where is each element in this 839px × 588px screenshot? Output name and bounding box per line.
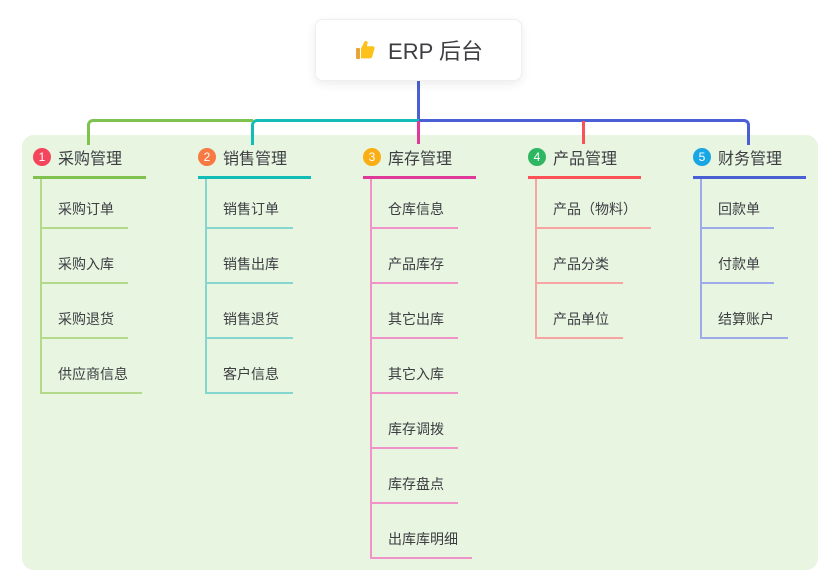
child-node[interactable]: 销售订单 bbox=[207, 179, 293, 229]
child-node[interactable]: 仓库信息 bbox=[372, 179, 458, 229]
branch-header[interactable]: 5 财务管理 bbox=[693, 146, 806, 179]
branch-label: 库存管理 bbox=[388, 150, 453, 168]
child-node[interactable]: 其它入库 bbox=[372, 339, 458, 394]
child-node[interactable]: 结算账户 bbox=[702, 284, 788, 339]
branch-label: 财务管理 bbox=[718, 150, 783, 168]
child-node[interactable]: 产品分类 bbox=[537, 229, 623, 284]
child-node[interactable]: 付款单 bbox=[702, 229, 774, 284]
branch-children-list: 回款单付款单结算账户 bbox=[700, 179, 788, 339]
child-node[interactable]: 采购退货 bbox=[42, 284, 128, 339]
branch3-connector-line bbox=[417, 121, 420, 144]
branches-background-panel bbox=[22, 135, 818, 570]
branch-header[interactable]: 3 库存管理 bbox=[363, 146, 476, 179]
branch-number-badge: 3 bbox=[363, 147, 381, 166]
branch-label: 采购管理 bbox=[58, 150, 123, 168]
child-node[interactable]: 采购订单 bbox=[42, 179, 128, 229]
branch-children-list: 销售订单销售出库销售退货客户信息 bbox=[205, 179, 293, 394]
branch-product: 4 产品管理 产品（物料）产品分类产品单位 bbox=[528, 146, 678, 339]
root-connector-line bbox=[417, 80, 420, 121]
branch2-connector-line bbox=[251, 119, 419, 145]
branch-children-list: 产品（物料）产品分类产品单位 bbox=[535, 179, 651, 339]
branch5-connector-line bbox=[419, 119, 750, 145]
branch-header[interactable]: 4 产品管理 bbox=[528, 146, 641, 179]
root-node[interactable]: ERP 后台 bbox=[315, 19, 522, 81]
child-node[interactable]: 采购入库 bbox=[42, 229, 128, 284]
child-node[interactable]: 客户信息 bbox=[207, 339, 293, 394]
branch-label: 产品管理 bbox=[553, 150, 618, 168]
branch-children-list: 仓库信息产品库存其它出库其它入库库存调拨库存盘点出库库明细 bbox=[370, 179, 472, 559]
child-node[interactable]: 供应商信息 bbox=[42, 339, 142, 394]
child-node[interactable]: 销售退货 bbox=[207, 284, 293, 339]
branch-number-badge: 4 bbox=[528, 147, 546, 166]
child-node[interactable]: 产品库存 bbox=[372, 229, 458, 284]
branch-label: 销售管理 bbox=[223, 150, 288, 168]
branch-finance: 5 财务管理 回款单付款单结算账户 bbox=[693, 146, 839, 339]
child-node[interactable]: 销售出库 bbox=[207, 229, 293, 284]
child-node[interactable]: 库存调拨 bbox=[372, 394, 458, 449]
branch-number-badge: 2 bbox=[198, 147, 216, 166]
child-node[interactable]: 回款单 bbox=[702, 179, 774, 229]
branch-inventory: 3 库存管理 仓库信息产品库存其它出库其它入库库存调拨库存盘点出库库明细 bbox=[363, 146, 513, 559]
child-node[interactable]: 库存盘点 bbox=[372, 449, 458, 504]
branch1-connector-line bbox=[87, 119, 253, 145]
branch-number-badge: 1 bbox=[33, 147, 51, 166]
branch-number-badge: 5 bbox=[693, 147, 711, 166]
branch-header[interactable]: 2 销售管理 bbox=[198, 146, 311, 179]
root-node-label: ERP 后台 bbox=[388, 39, 483, 64]
child-node[interactable]: 产品（物料） bbox=[537, 179, 651, 229]
branch-header[interactable]: 1 采购管理 bbox=[33, 146, 146, 179]
branch-purchase: 1 采购管理 采购订单采购入库采购退货供应商信息 bbox=[33, 146, 183, 394]
child-node[interactable]: 产品单位 bbox=[537, 284, 623, 339]
child-node[interactable]: 其它出库 bbox=[372, 284, 458, 339]
branch4-connector-line bbox=[582, 121, 585, 144]
branch-sales: 2 销售管理 销售订单销售出库销售退货客户信息 bbox=[198, 146, 348, 394]
child-node[interactable]: 出库库明细 bbox=[372, 504, 472, 559]
branch-children-list: 采购订单采购入库采购退货供应商信息 bbox=[40, 179, 142, 394]
thumbs-up-icon bbox=[354, 38, 378, 62]
